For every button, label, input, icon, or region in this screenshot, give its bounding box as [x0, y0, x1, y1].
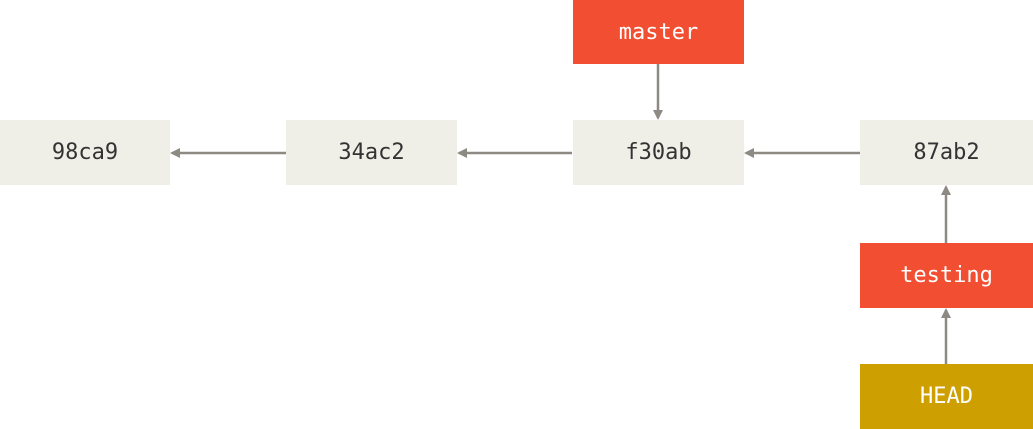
commit-98ca9: 98ca9	[0, 120, 170, 185]
commit-87ab2: 87ab2	[860, 120, 1033, 185]
branch-testing: testing	[860, 243, 1033, 308]
head-pointer: HEAD	[860, 364, 1033, 429]
commit-34ac2: 34ac2	[286, 120, 457, 185]
branch-master: master	[573, 0, 744, 64]
commit-f30ab: f30ab	[573, 120, 744, 185]
